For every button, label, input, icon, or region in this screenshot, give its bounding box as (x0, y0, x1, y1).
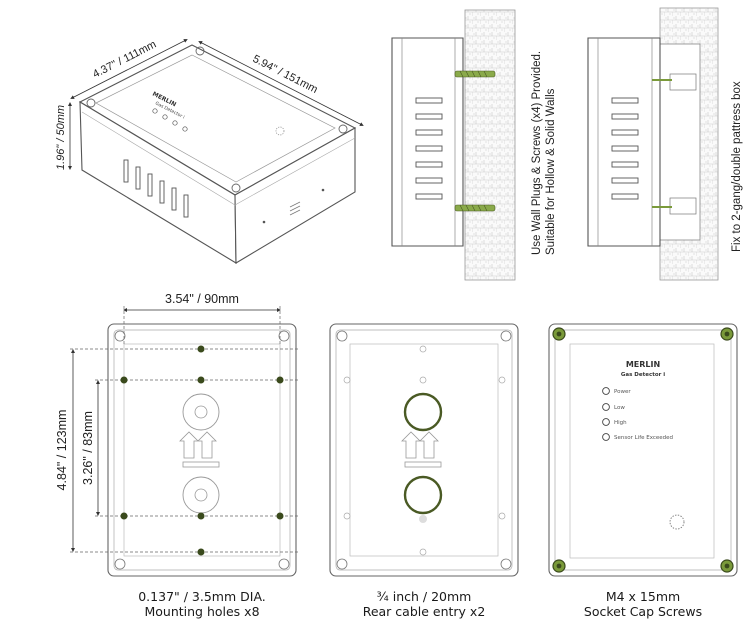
side-view-wall: Use Wall Plugs & Screws (x4) Provided. S… (391, 9, 557, 281)
pattress-note: Fix to 2-gang/double pattress box (731, 81, 743, 252)
rear-width-dim: 3.54" / 90mm (165, 292, 239, 306)
wall-note-line2: Suitable for Hollow & Solid Walls (545, 88, 557, 255)
rear-view-mounting: 3.54" / 90mm 4.84" / 123mm 3.26" / 83mm … (55, 292, 300, 619)
front-caption-line2: Socket Cap Screws (584, 604, 702, 619)
cable-caption-line1: ¾ inch / 20mm (377, 589, 472, 604)
rear-caption-line2: Mounting holes x8 (144, 604, 259, 619)
led-label-sensor-life: Sensor Life Exceeded (614, 435, 673, 441)
front-view: MERLIN Gas Detector i Power Low High Sen… (548, 323, 738, 619)
iso-height-dim: 1.96" / 50mm (55, 105, 67, 170)
iso-vents (123, 159, 189, 218)
led-sensor-life-icon (602, 433, 610, 441)
wall-screw-icon (454, 70, 496, 212)
rear-inner-height-dim: 3.26" / 83mm (81, 411, 95, 485)
rear-up-arrow-icon (179, 431, 217, 459)
front-brand: MERLIN (626, 360, 660, 369)
rear-caption-line1: 0.137" / 3.5mm DIA. (138, 589, 266, 604)
rear-view-cable-entry: ¾ inch / 20mm Rear cable entry x2 (329, 323, 519, 619)
status-led-list: Power Low High Sensor Life Exceeded (602, 387, 673, 441)
iso-right-face (234, 127, 356, 264)
rear-outer-height-dim: 4.84" / 123mm (55, 410, 69, 491)
wall-note-line1: Use Wall Plugs & Screws (x4) Provided. (531, 51, 543, 255)
side-view-pattress: Fix to 2-gang/double pattress box (587, 7, 743, 281)
led-label-low: Low (614, 405, 625, 411)
sounder-icon (669, 514, 685, 530)
socket-cap-screws (552, 327, 734, 573)
cable-caption-line2: Rear cable entry x2 (363, 604, 486, 619)
cable-entry-holes (403, 392, 443, 515)
isometric-view: MERLIN Gas Detector i 4.37" / 111mm 5.94 (55, 38, 364, 264)
led-power-icon (602, 387, 610, 395)
front-caption-line1: M4 x 15mm (606, 589, 680, 604)
led-high-icon (602, 418, 610, 426)
led-label-high: High (614, 420, 627, 426)
led-low-icon (602, 403, 610, 411)
led-label-power: Power (614, 389, 631, 395)
wall-enclosure-side (391, 37, 464, 247)
front-outer-frame (548, 323, 738, 577)
front-model: Gas Detector i (621, 372, 665, 378)
pattress-enclosure-side (587, 37, 661, 247)
wall-section (464, 9, 516, 281)
mounting-holes (120, 345, 284, 556)
cable-up-arrow-icon (401, 431, 439, 459)
